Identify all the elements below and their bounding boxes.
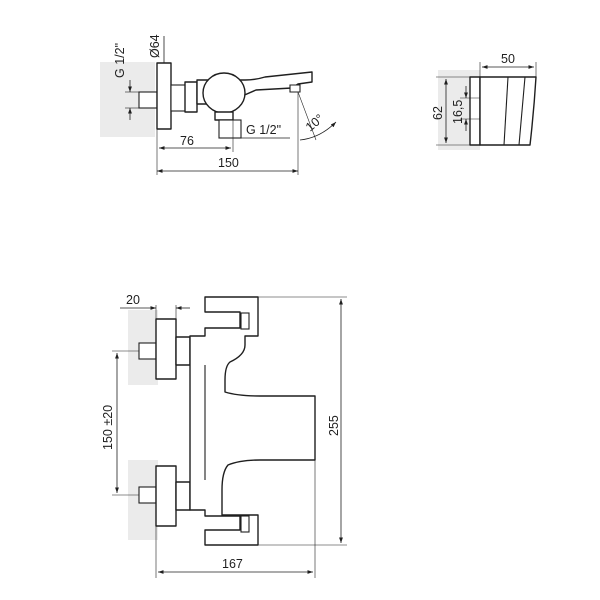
nut-top [175, 336, 191, 366]
thread-bottom-label: G 1/2" [246, 123, 281, 137]
top-handle-detail [240, 312, 250, 330]
flange-top [155, 318, 177, 380]
holder-dim-16-5-label: 16,5 [451, 100, 465, 124]
coupling-nut [184, 81, 198, 113]
diameter-label: Ø64 [148, 34, 162, 58]
inlet-connector [138, 91, 158, 109]
outlet-connector [218, 119, 242, 139]
nut-bottom [175, 481, 191, 511]
holder-wall-plate [469, 76, 481, 146]
holder-body [479, 76, 537, 146]
holder-dim-50-label: 50 [501, 52, 515, 66]
thread-top-label: G 1/2" [113, 43, 127, 78]
dim-150-label: 150 [218, 156, 239, 170]
bottom-handle-detail [240, 515, 250, 533]
inlet-connector-top [138, 342, 157, 360]
front-view: 20 150 ±20 255 167 [101, 293, 347, 578]
front-dim-150-label: 150 ±20 [101, 405, 115, 450]
dim-76-label: 76 [180, 134, 194, 148]
outlet-nut [214, 111, 234, 121]
wall-flange [156, 62, 172, 130]
valve-body-round [202, 72, 246, 114]
inlet-connector-bottom [138, 486, 157, 504]
eccentric-coupling [170, 84, 187, 112]
side-view: G 1/2" Ø64 76 G 1/2" 10° 150 [100, 34, 337, 175]
front-dim-20-label: 20 [126, 293, 140, 307]
holder-dim-62-label: 62 [431, 106, 445, 120]
front-dim-255-label: 255 [327, 415, 341, 436]
mixer-body [189, 296, 316, 546]
holder-view: 50 62 16,5 [431, 52, 537, 150]
front-dim-167-label: 167 [222, 557, 243, 571]
flange-bottom [155, 465, 177, 527]
spout-tip [289, 84, 301, 93]
